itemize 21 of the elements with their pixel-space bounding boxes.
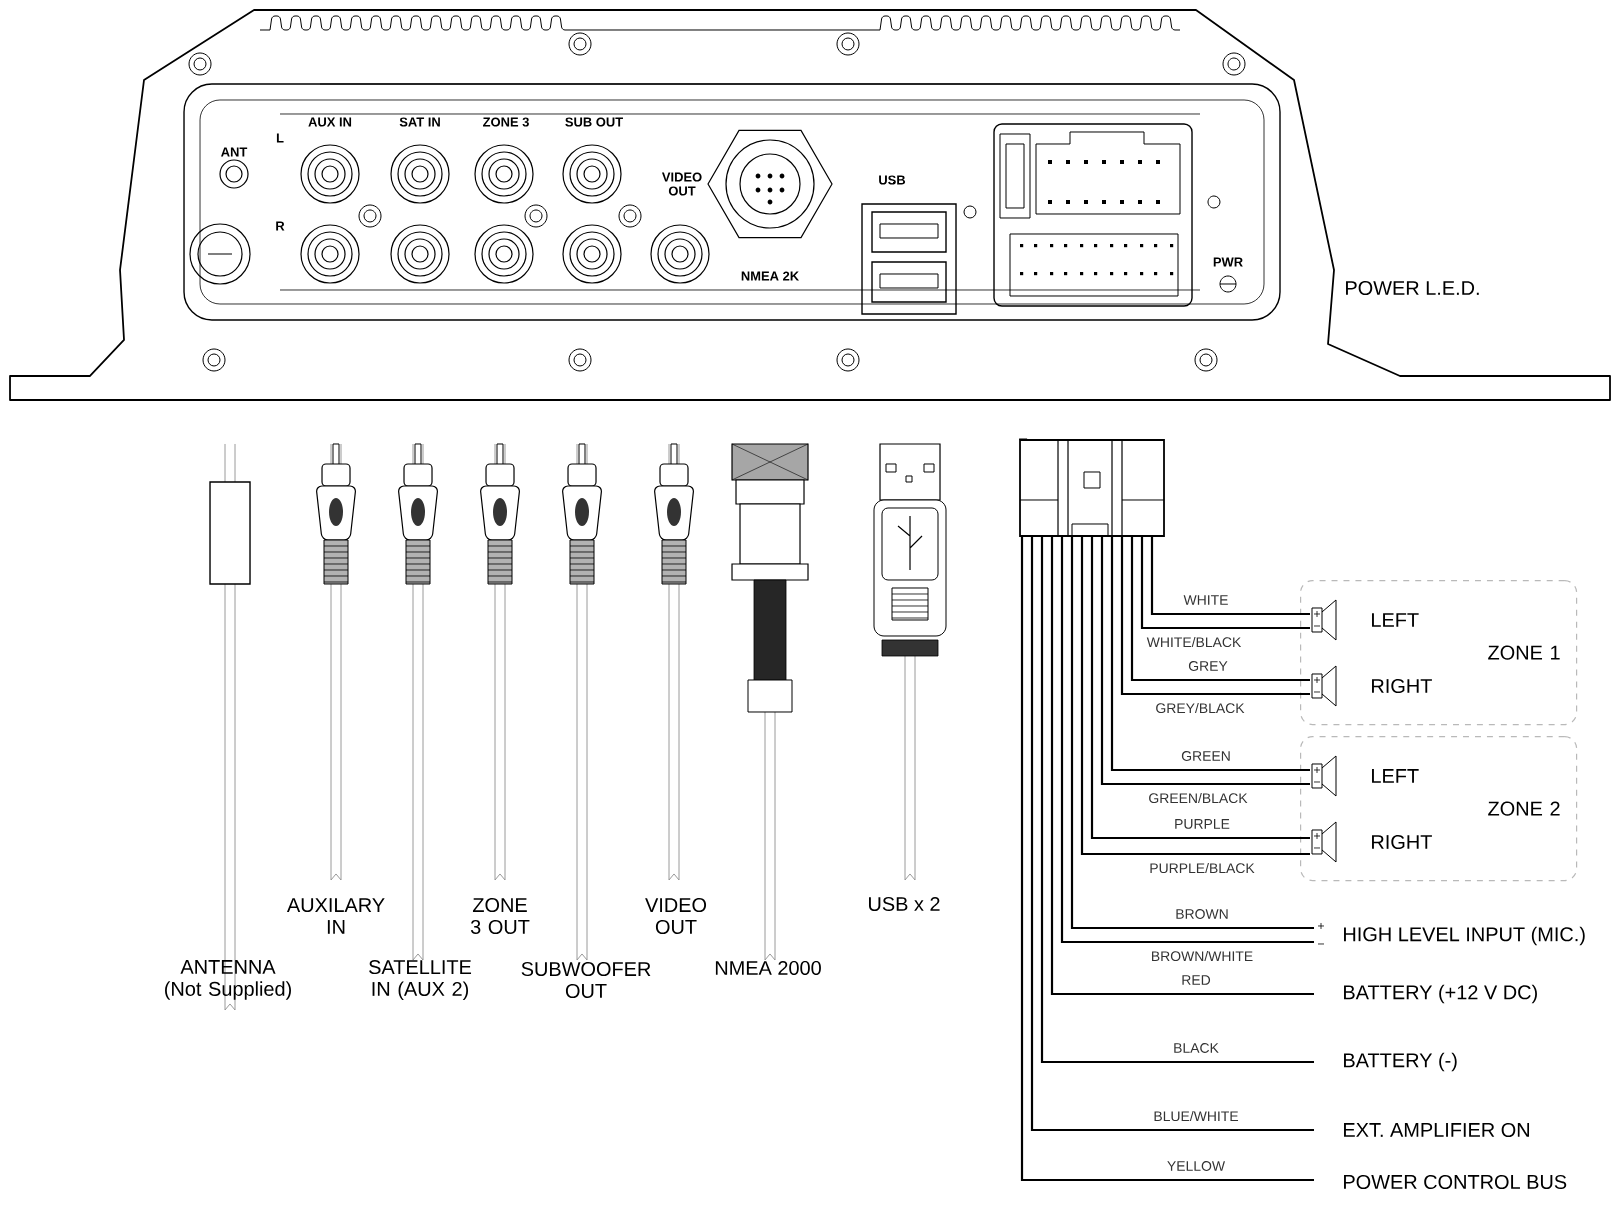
connector-block (1018, 438, 1165, 537)
cable-label: NMEA 2000 (715, 960, 821, 976)
terminal-label: BATTERY (-) (1344, 1052, 1457, 1072)
terminal-label: BATTERY (+12 V DC) (1344, 984, 1537, 1004)
cable-label: VIDEO OUT (645, 898, 707, 934)
terminal-label: EXT. AMPLIFIER ON (1344, 1122, 1529, 1138)
speaker-label: RIGHT (1372, 678, 1432, 694)
cable-label: SATELLITE IN (AUX 2) (369, 960, 472, 1000)
speaker-label: LEFT (1372, 769, 1419, 783)
speaker-label: RIGHT (1372, 834, 1432, 850)
cable-label: AUXILARY IN (286, 898, 385, 934)
wire (1150, 536, 1310, 616)
cable-label: ANTENNA (Not Supplied) (165, 960, 291, 1000)
cable-label: ZONE 3 OUT (470, 898, 530, 934)
speaker-label: LEFT (1372, 613, 1419, 627)
wire (1140, 536, 1310, 630)
cable-label: SUBWOOFER OUT (521, 962, 651, 998)
callout-text: POWER L.E.D. (1346, 280, 1479, 296)
terminal-label: HIGH LEVEL INPUT (MIC.) (1344, 926, 1585, 946)
cable-label: USB x 2 (869, 896, 940, 912)
terminal-label: POWER CONTROL BUS (1344, 1174, 1567, 1190)
